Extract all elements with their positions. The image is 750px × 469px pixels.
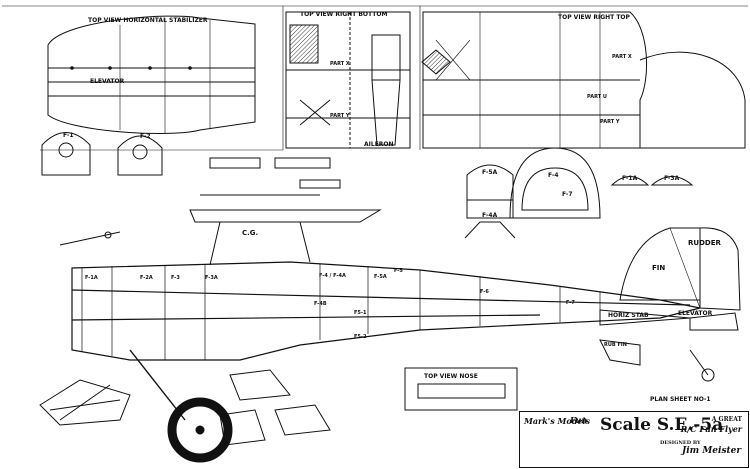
former-f1-label: F-1 (63, 132, 74, 139)
former-f1 (41, 132, 91, 176)
rc-fun-flyer-label: R/C Fun Flyer (680, 424, 742, 434)
model-name: Scale S.E.-5a (600, 415, 724, 435)
top-view-right-bottom-label: TOP VIEW RIGHT BOTTOM (300, 11, 388, 18)
fuselage-f4b-label: F-4B (314, 301, 327, 307)
former-f4a-label: F-4A (482, 212, 498, 219)
fuselage-f7-label: F-7 (566, 300, 575, 306)
nose-top-view-box (404, 367, 518, 411)
former-f1a-label: F-1A (622, 175, 638, 182)
part-x-label: PART X (330, 61, 350, 67)
fuselage-f2a-label: F-2A (140, 275, 153, 281)
horizontal-stabilizer-top-view (47, 15, 256, 134)
center-parts (209, 157, 341, 446)
former-f4a (464, 221, 516, 239)
top-view-horizontal-stabilizer-label: TOP VIEW HORIZONTAL STABILIZER (88, 17, 208, 24)
horiz-stab-label: HORIZ STAB (608, 312, 649, 319)
brand-name: Mark's Models (524, 416, 590, 426)
designer-name: Jim Meister (682, 446, 742, 456)
title-row: Mark's Models Fun Scale S.E.-5a A GREAT … (522, 414, 746, 438)
elevator-label: ELEVATOR (90, 78, 125, 85)
former-f2-label: F-2 (140, 133, 151, 140)
former-f4 (509, 147, 601, 219)
exhaust-detail (59, 231, 121, 246)
top-view-nose-label: TOP VIEW NOSE (424, 373, 478, 380)
main-wheel (167, 397, 233, 463)
wing-right-top-top-view (421, 11, 746, 149)
title-block: Mark's Models Fun Scale S.E.-5a A GREAT … (519, 411, 749, 468)
part-y-right-label: PART Y (600, 119, 620, 125)
fuselage-side-view (71, 261, 701, 361)
former-f7-label: F-7 (562, 191, 573, 198)
aileron-label: AILERON (364, 141, 394, 148)
tail-wheel-detail (689, 349, 715, 382)
wing-right-bottom-top-view (285, 11, 411, 149)
fuselage-f3a-label: F-3A (205, 275, 218, 281)
elevator-side-label: ELEVATOR (678, 310, 713, 317)
fuselage-f1a-label: F-1A (85, 275, 98, 281)
rudder-label: RUDDER (688, 239, 721, 247)
fuselage-f5a-label: F-5A (374, 274, 387, 280)
top-view-right-top-label: TOP VIEW RIGHT TOP (558, 14, 630, 21)
plan-sheet-label: PLAN SHEET NO-1 (650, 396, 711, 403)
fuselage-f5-1-label: F5-1 (354, 310, 367, 316)
part-y-label: PART Y (330, 113, 350, 119)
fuselage-f5-2-label: F5-2 (354, 334, 367, 340)
part-u-label: PART U (587, 94, 607, 100)
great-label: A GREAT (711, 416, 742, 423)
fin-label: FIN (652, 264, 666, 272)
former-f2 (117, 135, 163, 176)
fuselage-f3-label: F-3 (171, 275, 180, 281)
fin-rudder-side-view (599, 227, 741, 366)
designed-by-label: DESIGNED BY (660, 440, 701, 446)
fuselage-f4-f4a-label: F-4 / F-4A (319, 273, 346, 279)
part-x-right-label: PART X (612, 54, 632, 60)
fuselage-f6-label: F-6 (480, 289, 489, 295)
fun-label: Fun (570, 415, 588, 425)
fuselage-f5-label: F-5 (394, 268, 403, 274)
upper-wing-side (189, 194, 382, 266)
former-f4-label: F-4 (548, 172, 559, 179)
former-f5a-label: F-5A (482, 169, 498, 176)
former-f1a-small (610, 176, 650, 186)
rub-fin-label: RUB FIN (604, 342, 627, 348)
landing-gear-detail (39, 379, 131, 426)
former-f3a-label: F-3A (664, 175, 680, 182)
former-f3a-small (650, 176, 694, 186)
former-f5a (466, 164, 514, 219)
cg-mark-label: C.G. (242, 229, 259, 237)
